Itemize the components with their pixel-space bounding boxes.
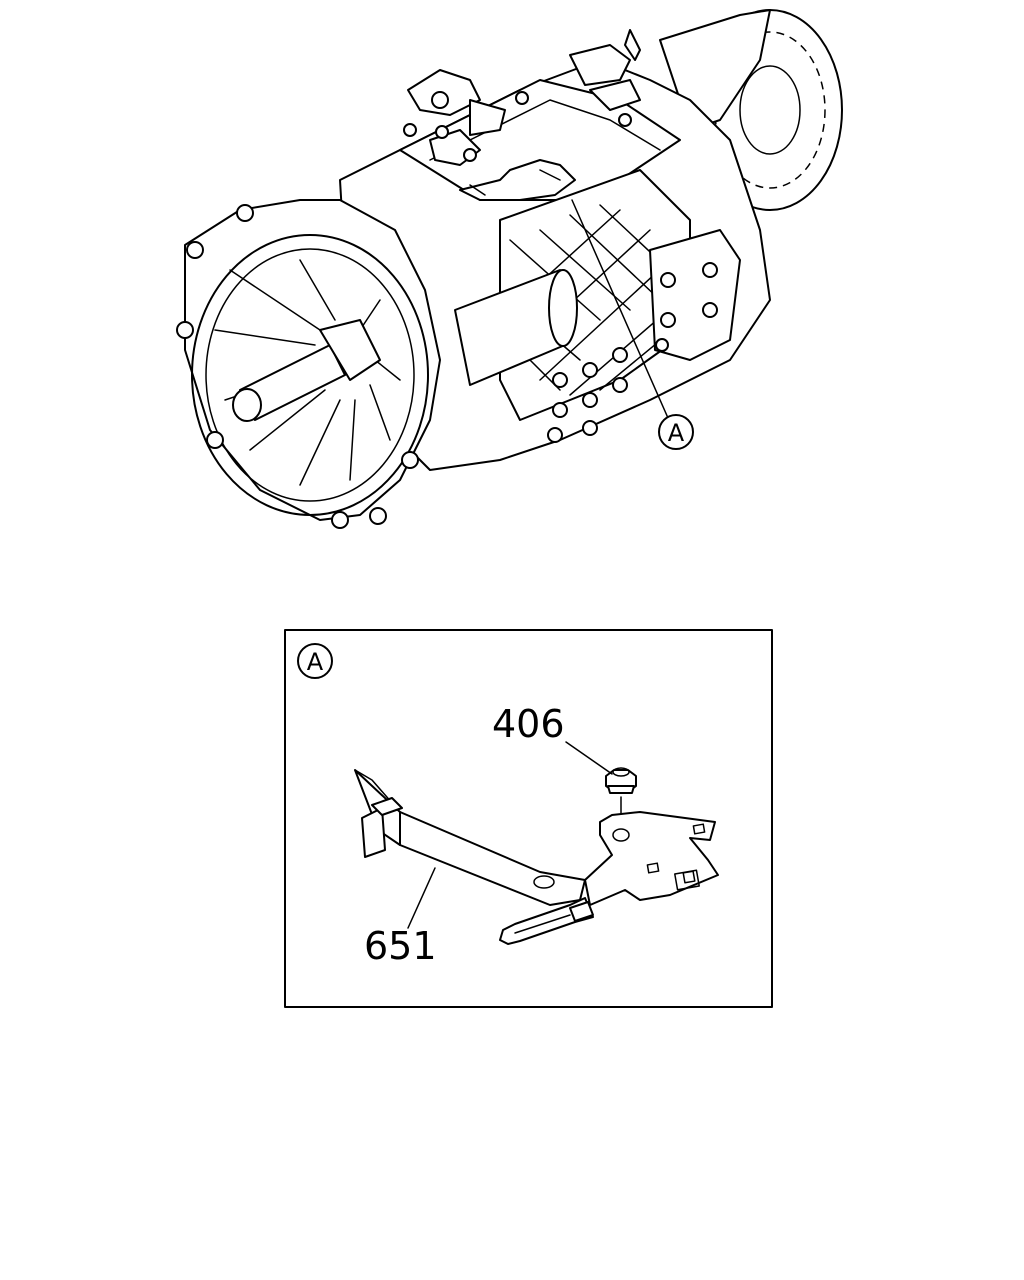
callout-a-overview: A	[658, 414, 694, 450]
bell-housing	[176, 199, 578, 529]
shift-linkage	[403, 29, 641, 201]
callout-a-overview-label: A	[668, 419, 685, 447]
callout-a-detail: A	[297, 643, 333, 679]
leader-406	[565, 741, 613, 775]
leader-651	[407, 867, 436, 929]
callout-a-detail-label: A	[307, 648, 324, 676]
detail-a-frame: A 406	[284, 629, 773, 1008]
bracket-part-651: 651	[354, 769, 719, 968]
transmission-assembly-drawing: A	[176, 9, 843, 529]
part-number-651: 651	[364, 924, 437, 968]
callout-leader-overview	[571, 199, 669, 419]
part-number-406: 406	[492, 702, 565, 746]
nut-part-406: 406	[492, 702, 637, 827]
